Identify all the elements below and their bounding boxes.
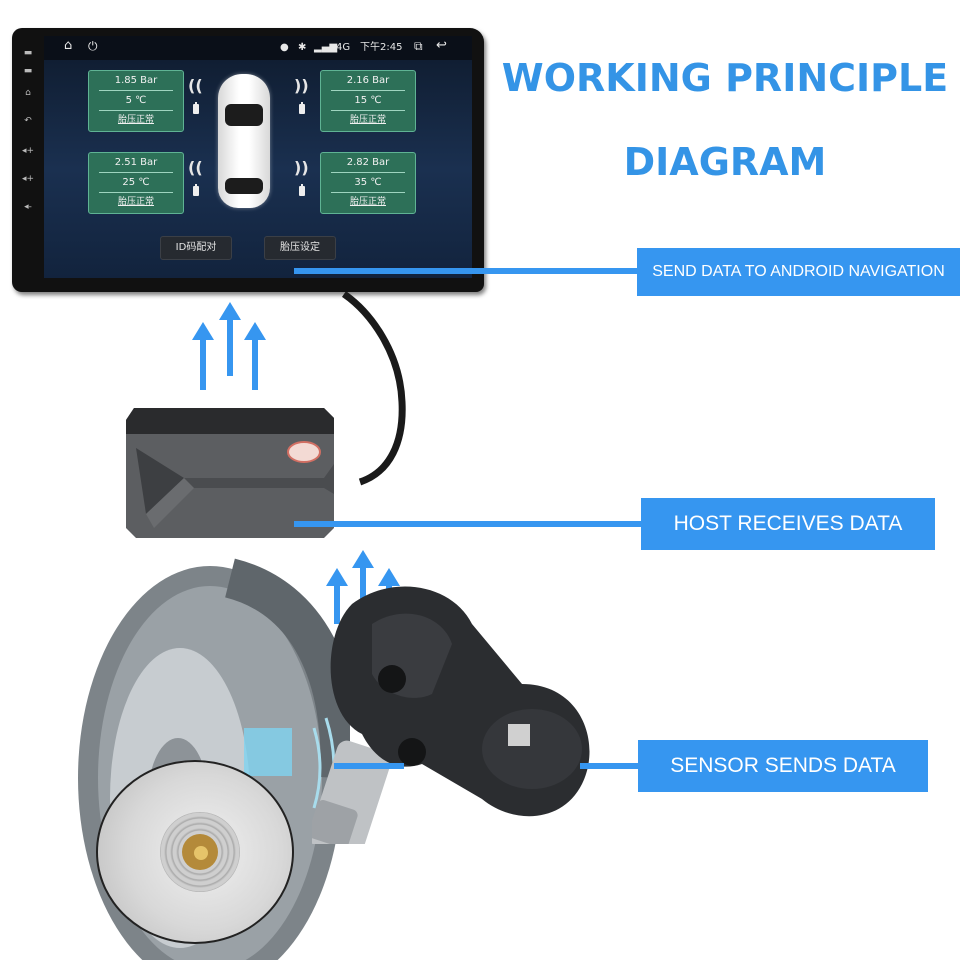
up-arrow-icon: [352, 550, 374, 616]
signal-wave-icon: ((: [188, 76, 203, 95]
signal-wave-icon: )): [294, 158, 309, 177]
tire-status: 胎压正常: [349, 115, 386, 125]
status-bar: ⌂ ⏻ ● ✱ ▂▄▆ 4G 下午2:45 ⧉ ↩: [44, 36, 472, 60]
tire-temperature: 25 ℃: [99, 173, 173, 193]
bluetooth-icon: ✱: [298, 42, 307, 53]
title-line-1: WORKING PRINCIPLE: [501, 56, 949, 100]
battery-icon: [193, 184, 199, 196]
tire-pressure: 2.16 Bar: [331, 71, 405, 91]
tire-temperature: 35 ℃: [331, 173, 405, 193]
car-top-view-icon: [218, 74, 270, 208]
signal-wave-icon: ((: [188, 158, 203, 177]
clock: 下午2:45: [360, 42, 403, 53]
mic-indicator: ▬: [23, 48, 33, 58]
tire-status: 胎压正常: [117, 115, 154, 125]
tire-status: 胎压正常: [117, 197, 154, 207]
head-unit-screen: ⌂ ⏻ ● ✱ ▂▄▆ 4G 下午2:45 ⧉ ↩ 1.85 Bar 5 ℃ 胎…: [44, 36, 472, 278]
connector-line-sensor: [334, 763, 404, 769]
tire-status: 胎压正常: [349, 197, 386, 207]
home-hardware-button[interactable]: ⌂: [25, 88, 31, 98]
tire-temperature: 5 ℃: [99, 91, 173, 111]
tpms-host-receiver: [126, 408, 334, 538]
up-arrow-icon: [192, 322, 214, 390]
tire-pressure: 2.51 Bar: [99, 153, 173, 173]
connector-line-host: [294, 521, 642, 527]
connector-line-send: [294, 268, 640, 274]
reset-button[interactable]: ▬: [23, 66, 33, 76]
label-sensor-sends: SENSOR SENDS DATA: [638, 740, 928, 792]
label-host-receives: HOST RECEIVES DATA: [641, 498, 935, 550]
volume-up-button[interactable]: ◂+: [22, 146, 35, 156]
tire-card-rear-right: 2.82 Bar 35 ℃ 胎压正常: [320, 152, 416, 214]
location-icon: ●: [280, 42, 289, 53]
id-pairing-button[interactable]: ID码配对: [160, 236, 232, 260]
back-icon[interactable]: ↩: [436, 38, 447, 53]
title-line-2: DIAGRAM: [623, 140, 827, 184]
volume-down-button[interactable]: ◂+: [22, 174, 35, 184]
battery-icon: [299, 184, 305, 196]
battery-icon: [193, 102, 199, 114]
cable: [341, 292, 406, 486]
tpms-sensor: [312, 586, 590, 844]
tire-card-front-right: 2.16 Bar 15 ℃ 胎压正常: [320, 70, 416, 132]
valve-closeup-circle: [96, 760, 294, 944]
tpms-icon[interactable]: ⏻: [88, 39, 98, 53]
up-arrow-icon: [244, 322, 266, 390]
home-icon[interactable]: ⌂: [64, 38, 73, 53]
battery-icon: [299, 102, 305, 114]
network-type: 4G: [336, 42, 351, 53]
tire-temperature: 15 ℃: [331, 91, 405, 111]
volume-button[interactable]: ◂-: [24, 202, 32, 212]
head-unit-side-buttons: ▬ ▬ ⌂ ↶ ◂+ ◂+ ◂-: [18, 48, 38, 228]
tire-pressure: 1.85 Bar: [99, 71, 173, 91]
connector-line-sensor-right: [580, 763, 640, 769]
back-hardware-button[interactable]: ↶: [24, 116, 32, 126]
tire-card-rear-left: 2.51 Bar 25 ℃ 胎压正常: [88, 152, 184, 214]
tire-card-front-left: 1.85 Bar 5 ℃ 胎压正常: [88, 70, 184, 132]
label-send-data: SEND DATA TO ANDROID NAVIGATION: [637, 248, 960, 296]
signal-wave-icon: )): [294, 76, 309, 95]
recent-apps-icon[interactable]: ⧉: [414, 39, 423, 53]
tire-pressure: 2.82 Bar: [331, 153, 405, 173]
up-arrow-icon: [326, 568, 348, 624]
signal-icon: ▂▄▆: [314, 42, 338, 53]
up-arrow-icon: [219, 302, 241, 376]
pressure-settings-button[interactable]: 胎压设定: [264, 236, 336, 260]
